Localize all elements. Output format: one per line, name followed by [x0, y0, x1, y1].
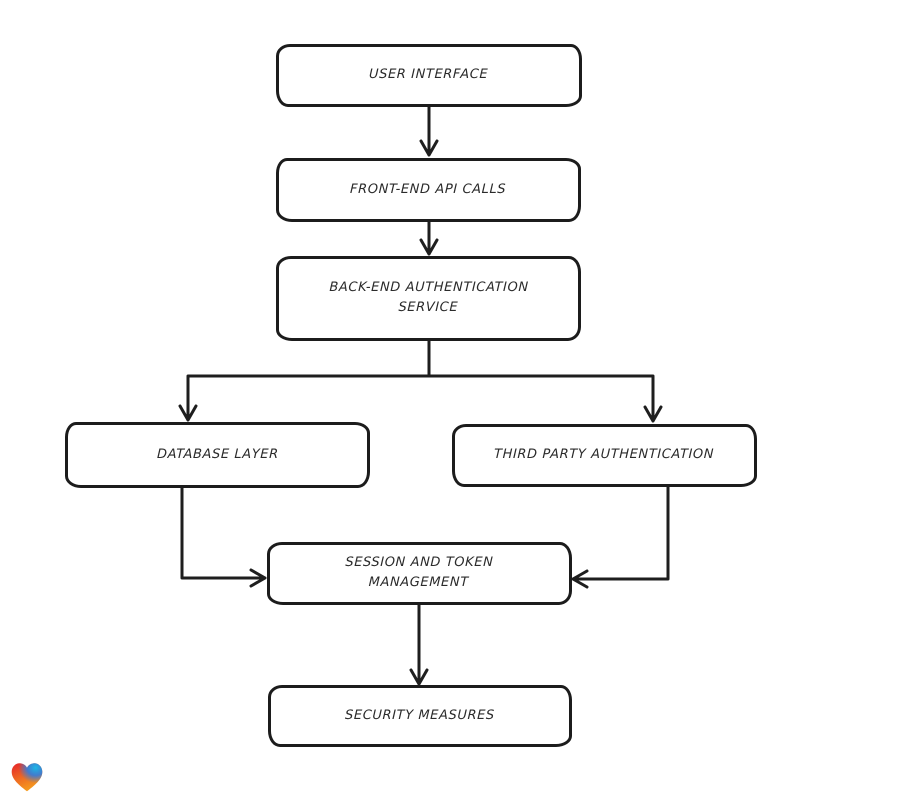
node-front-end-api-calls-label: FRONT-END API CALLS: [350, 181, 507, 197]
node-database-layer-label: DATABASE LAYER: [156, 446, 279, 462]
edge-session-token-management-to-security-measures: [409, 603, 429, 686]
edge-front-end-api-calls-to-back-end-auth-service: [419, 219, 439, 256]
node-security-measures-label: SECURITY MEASURES: [344, 707, 496, 723]
node-session-and-token-management-label: SESSION AND TOKEN MANAGEMENT: [345, 555, 495, 591]
node-session-and-token-management[interactable]: SESSION AND TOKEN MANAGEMENT: [267, 542, 572, 605]
node-front-end-api-calls[interactable]: FRONT-END API CALLS: [276, 158, 581, 222]
edge-database-layer-to-session-token-management: [180, 486, 267, 588]
node-user-interface[interactable]: USER INTERFACE: [276, 44, 582, 107]
node-back-end-authentication-service-label: BACK-END AUTHENTICATION SERVICE: [328, 280, 529, 316]
node-user-interface-label: USER INTERFACE: [369, 67, 489, 83]
node-security-measures[interactable]: SECURITY MEASURES: [268, 685, 572, 747]
node-database-layer[interactable]: DATABASE LAYER: [65, 422, 370, 488]
node-third-party-authentication[interactable]: THIRD PARTY AUTHENTICATION: [452, 424, 757, 487]
whimsical-heart-logo-icon[interactable]: [8, 758, 46, 795]
edge-branch-to-database-layer-and-third-party-auth: [178, 374, 663, 423]
edge-third-party-auth-to-session-token-management: [571, 485, 670, 589]
edge-user-interface-to-front-end-api-calls: [419, 104, 439, 157]
node-third-party-authentication-label: THIRD PARTY AUTHENTICATION: [494, 447, 715, 463]
node-back-end-authentication-service[interactable]: BACK-END AUTHENTICATION SERVICE: [276, 256, 581, 341]
